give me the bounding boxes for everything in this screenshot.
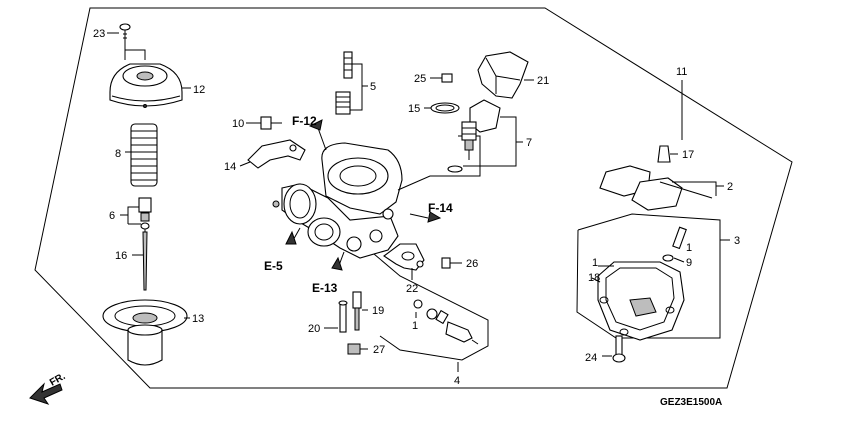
label-25: 25 — [414, 73, 426, 85]
label-2: 2 — [727, 181, 733, 193]
spring-screw-5 — [335, 51, 353, 115]
label-7: 7 — [526, 137, 532, 149]
jet-needle-16 — [142, 229, 148, 291]
ref-e13: E-13 — [312, 281, 338, 295]
label-1-airscrew: 1 — [412, 320, 418, 332]
carburetor-body — [272, 142, 403, 259]
label-16: 16 — [115, 250, 127, 262]
assembly-outline — [34, 7, 793, 389]
screw-24 — [612, 335, 626, 363]
label-27: 27 — [373, 344, 385, 356]
main-jet-27 — [347, 343, 361, 355]
ref-f12: F-12 — [292, 114, 317, 128]
ref-f14: F-14 — [428, 201, 453, 215]
label-24: 24 — [585, 352, 597, 364]
starter-valve-7 — [447, 99, 501, 173]
label-3: 3 — [734, 235, 740, 247]
label-12: 12 — [193, 84, 205, 96]
drain-screw-9 — [662, 226, 687, 262]
label-4: 4 — [454, 375, 460, 387]
air-screw-set-4 — [373, 253, 489, 361]
drawing-code: GEZ3E1500A — [660, 397, 722, 408]
label-5: 5 — [370, 81, 376, 93]
label-23: 23 — [93, 28, 105, 40]
label-15: 15 — [408, 103, 420, 115]
screw-23 — [119, 23, 131, 42]
bracket-14 — [247, 139, 306, 169]
screw-10 — [260, 116, 282, 130]
front-label: FR. — [48, 371, 68, 389]
label-9: 9 — [686, 257, 692, 269]
label-18: 18 — [588, 272, 600, 284]
label-11: 11 — [676, 66, 687, 78]
screw-25 — [430, 73, 453, 83]
float-2 — [599, 165, 713, 211]
label-14: 14 — [224, 161, 236, 173]
bolt-26 — [441, 257, 462, 269]
label-6: 6 — [109, 210, 115, 222]
cap-21 — [477, 51, 529, 99]
float-chamber — [597, 261, 685, 341]
spring-8 — [130, 123, 158, 187]
label-17: 17 — [682, 149, 694, 161]
label-19: 19 — [372, 305, 384, 317]
label-26: 26 — [466, 258, 478, 270]
chamber-group-outline — [576, 213, 721, 339]
label-8: 8 — [115, 148, 121, 160]
label-13: 13 — [192, 313, 204, 325]
jet-20 — [338, 300, 348, 333]
plate-22 — [383, 243, 425, 271]
float-valve-17 — [657, 145, 671, 163]
top-cover-12 — [109, 63, 183, 108]
ref-e5: E-5 — [264, 259, 283, 273]
label-20: 20 — [308, 323, 320, 335]
label-1-chamber: 1 — [592, 257, 598, 269]
front-arrow-icon — [29, 382, 63, 405]
label-22: 22 — [406, 283, 418, 295]
needle-jet-19 — [352, 291, 362, 331]
label-1-drain: 1 — [686, 242, 692, 254]
diaphragm-13 — [102, 299, 188, 366]
o-ring-15 — [430, 102, 460, 114]
needle-holder-6 — [138, 197, 152, 230]
label-21: 21 — [537, 75, 549, 87]
label-10: 10 — [232, 118, 244, 130]
